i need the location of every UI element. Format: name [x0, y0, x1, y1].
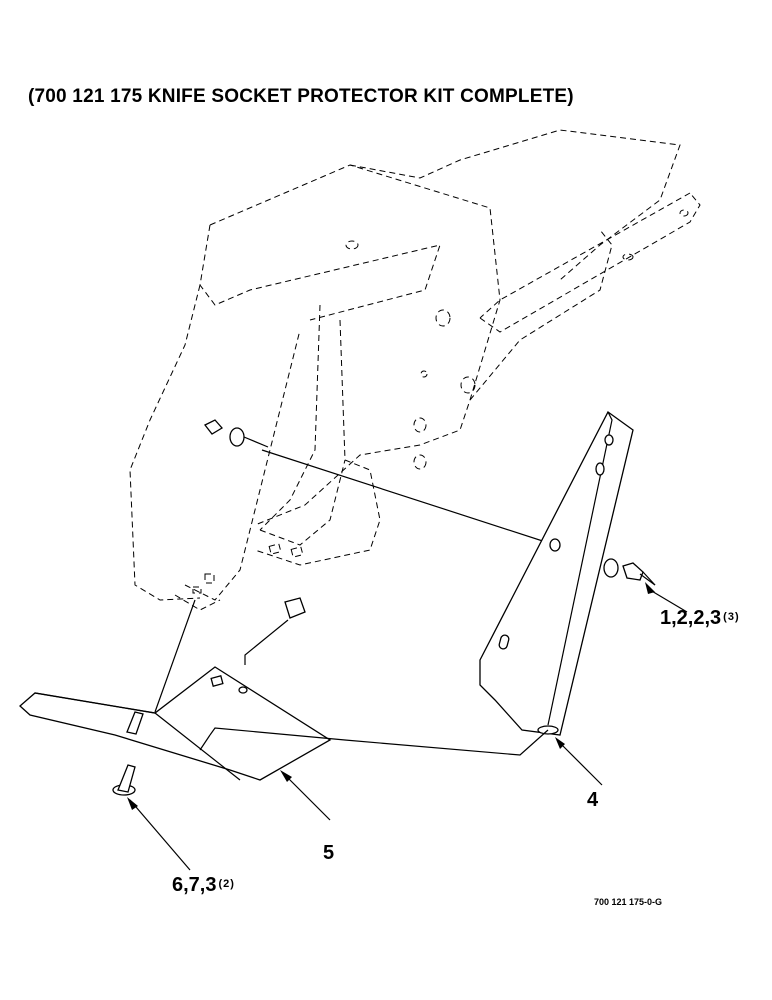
- callout-arrows: [127, 573, 688, 871]
- diagram-title: (700 121 175 KNIFE SOCKET PROTECTOR KIT …: [28, 86, 574, 107]
- assembly-leader-lines: [154, 599, 196, 713]
- left-carriage-bolt: [112, 711, 144, 796]
- callout-label: 5: [323, 842, 335, 864]
- callout-label: 4: [587, 789, 599, 811]
- callout-quantity: (3): [723, 611, 740, 623]
- callout-quantity: (2): [218, 878, 235, 890]
- spacer-bushing: [244, 597, 306, 665]
- protector-plate-part-4: [479, 411, 634, 736]
- callout-label: 1,2,2,3: [660, 607, 722, 629]
- frame-structure-dashed: [129, 129, 701, 611]
- drawing-reference-number: 700 121 175-0-G: [594, 897, 663, 907]
- callout-hardware-right: 1,2,2,3(3): [660, 607, 740, 630]
- callout-hardware-left: 6,7,3(2): [172, 874, 235, 897]
- callout-part-5: 5: [323, 842, 334, 865]
- protector-plate-part-5: [19, 666, 332, 781]
- callout-part-4: 4: [587, 789, 598, 812]
- hardware-nut-washer: [204, 419, 269, 448]
- right-bolt-and-washer: [603, 558, 656, 586]
- callout-label: 6,7,3: [172, 874, 217, 896]
- bolt-axis-line: [261, 449, 556, 546]
